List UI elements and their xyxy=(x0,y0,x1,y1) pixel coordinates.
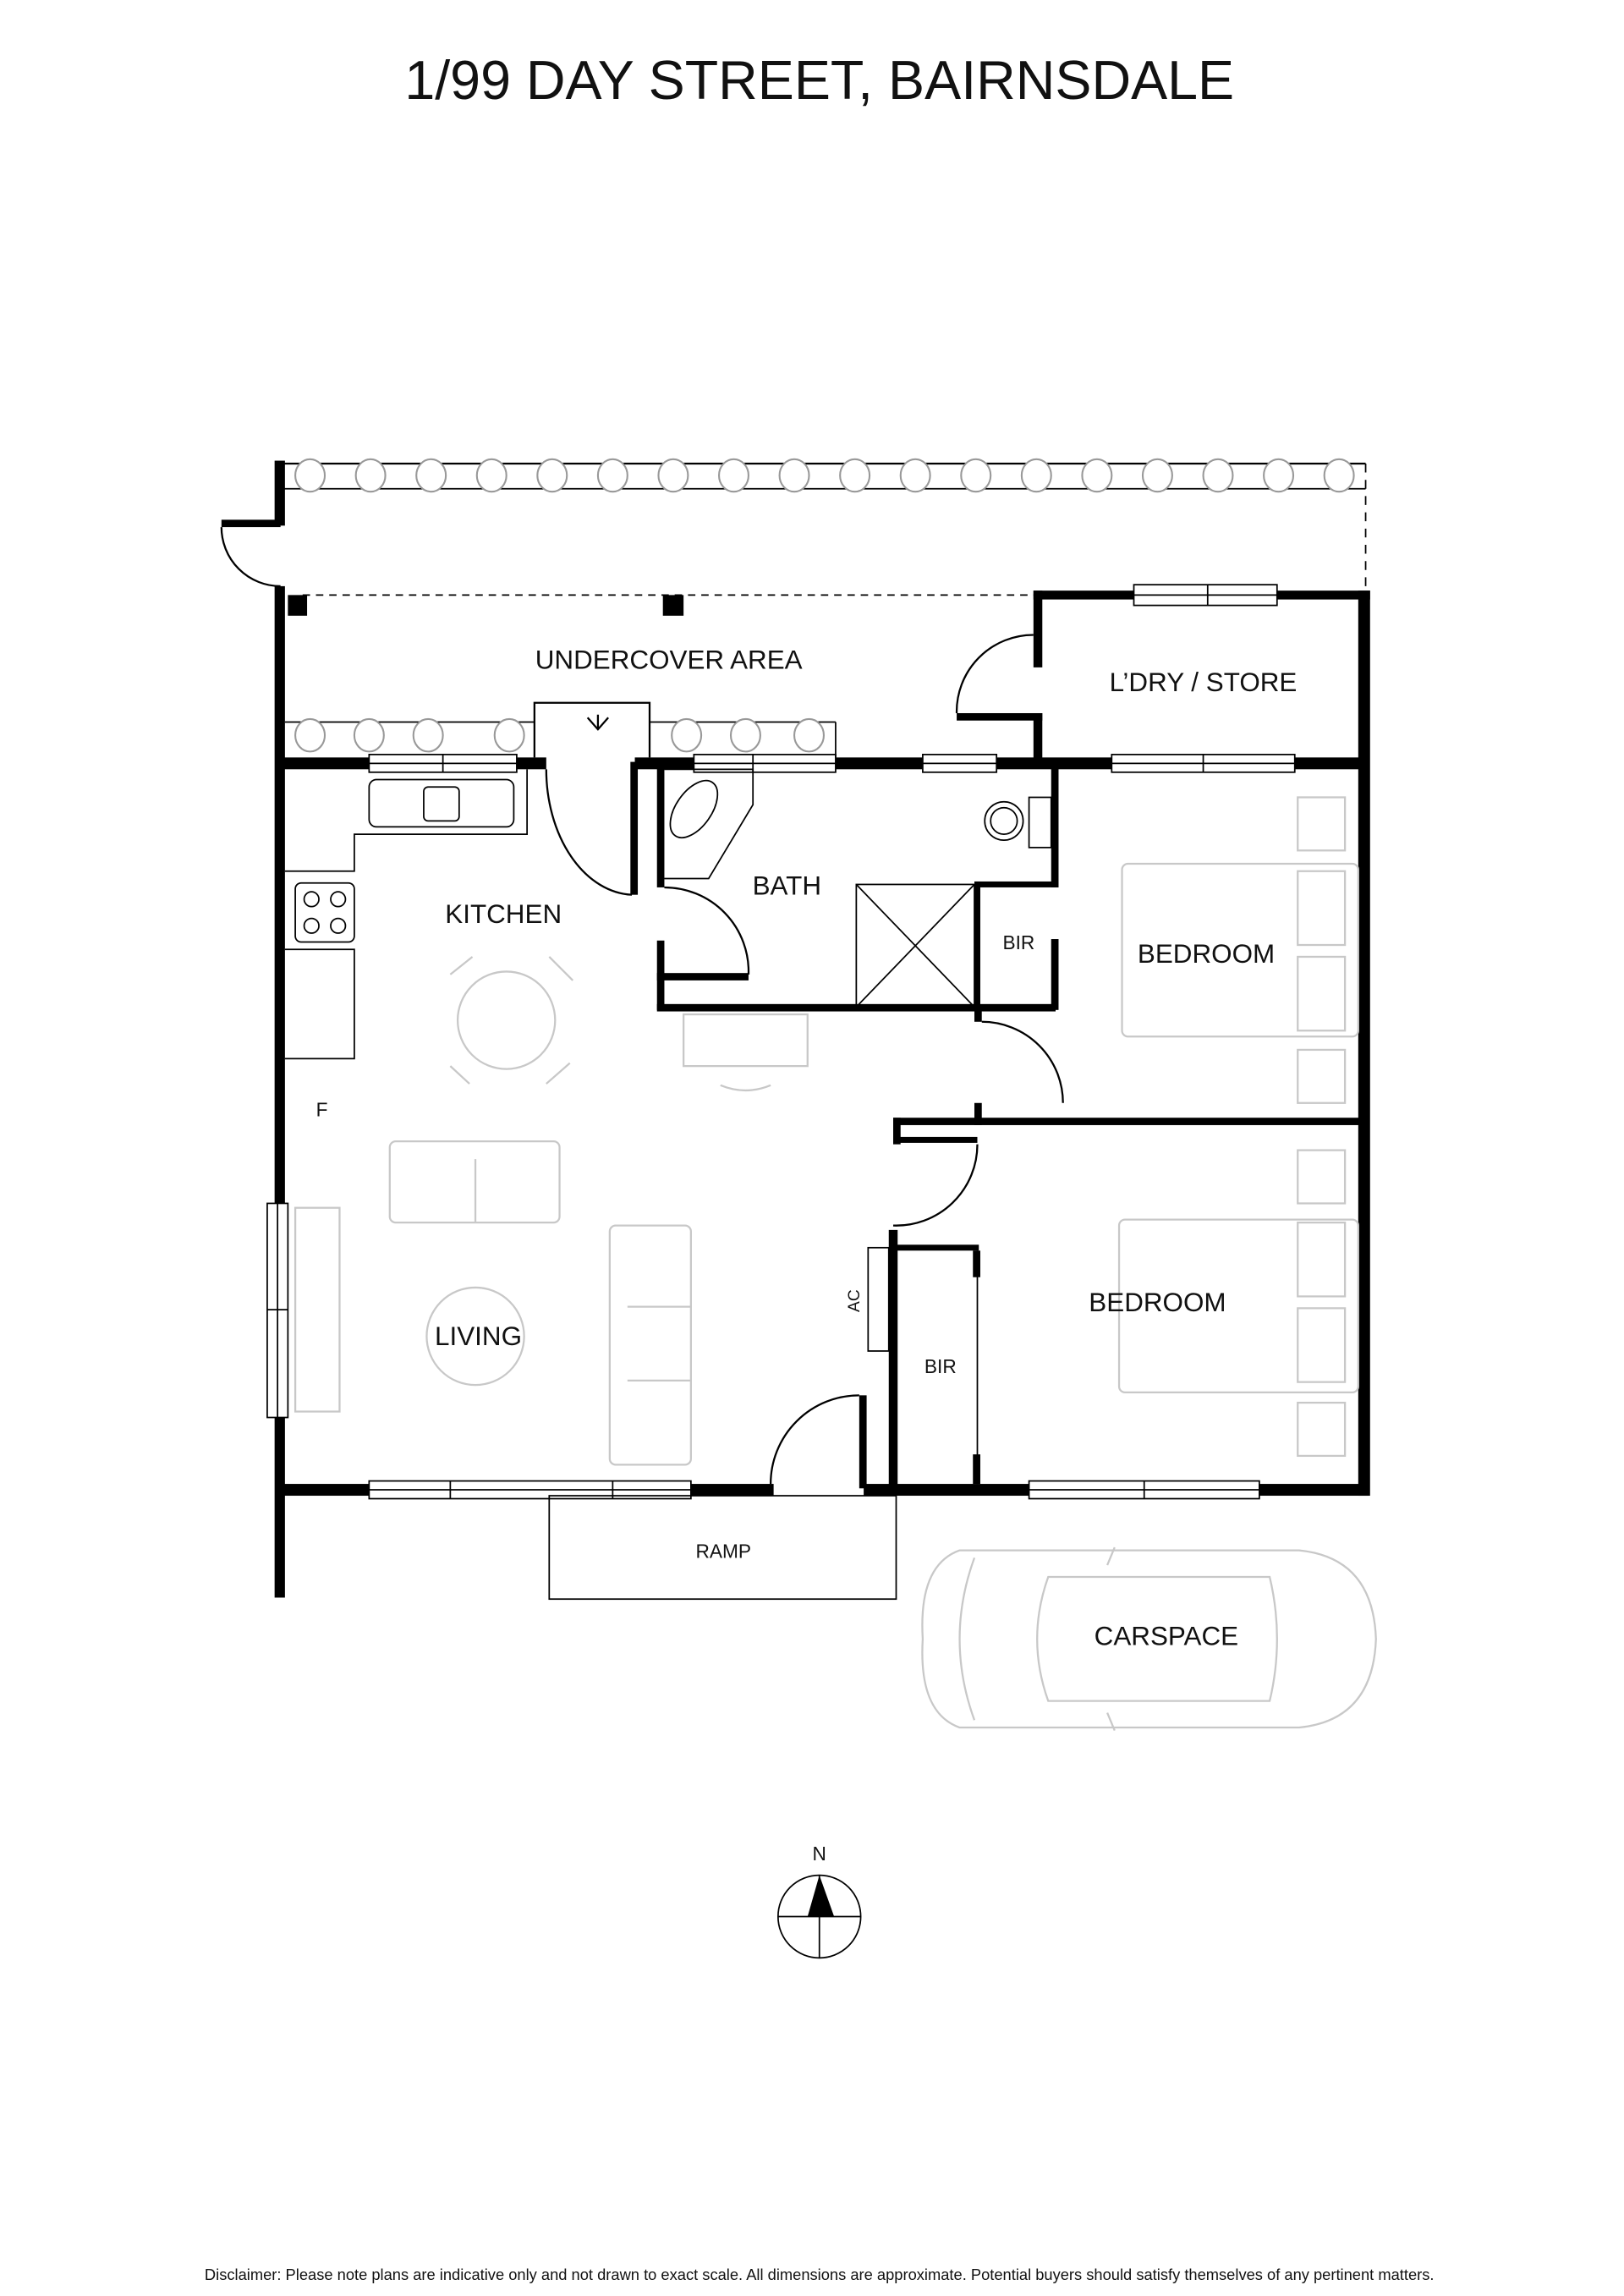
bedroom-walls xyxy=(548,1009,1366,1601)
top-hedge xyxy=(280,458,1366,493)
outer-walls xyxy=(220,460,1370,1598)
shrub-icon xyxy=(475,458,508,493)
shrub-icon xyxy=(657,458,689,493)
room-label-living: LIVING xyxy=(435,1321,522,1351)
room-label-undercover: UNDERCOVER AREA xyxy=(535,645,803,675)
shrub-icon xyxy=(294,717,326,753)
shrub-icon xyxy=(960,458,992,493)
room-label-bedroom: BEDROOM xyxy=(1138,939,1275,969)
furniture xyxy=(294,796,1359,1466)
room-label-laundry: L’DRY / STORE xyxy=(1110,667,1298,697)
shrub-icon xyxy=(1141,458,1173,493)
shrub-icon xyxy=(353,717,385,753)
shrub-icon xyxy=(729,717,761,753)
entry-door xyxy=(533,701,651,896)
room-label-bir: BIR xyxy=(924,1355,957,1377)
shrub-icon xyxy=(1323,458,1355,493)
room-label-bir: BIR xyxy=(1002,931,1034,953)
north-compass-icon: N xyxy=(776,1843,862,1959)
shrub-icon xyxy=(839,458,871,493)
shrub-icon xyxy=(671,717,703,753)
disclaimer: Disclaimer: Please note plans are indica… xyxy=(205,2266,1435,2283)
shrub-icon xyxy=(793,717,826,753)
ramp-label: RAMP xyxy=(695,1540,751,1562)
shrub-icon xyxy=(1020,458,1052,493)
shrub-icon xyxy=(354,458,387,493)
shrub-icon xyxy=(1081,458,1113,493)
shrub-icon xyxy=(1263,458,1295,493)
shrub-icon xyxy=(778,458,810,493)
shrub-icon xyxy=(536,458,568,493)
room-label-bath: BATH xyxy=(753,871,821,901)
room-label-kitchen: KITCHEN xyxy=(445,899,562,929)
shrub-icon xyxy=(596,458,628,493)
shrub-icon xyxy=(415,458,447,493)
shrub-icon xyxy=(1202,458,1234,493)
ac-label: AC xyxy=(846,1289,864,1312)
inner-hedge xyxy=(284,717,837,758)
plan-title: 1/99 DAY STREET, BAIRNSDALE xyxy=(404,50,1234,111)
carspace-label: CARSPACE xyxy=(1095,1621,1238,1651)
shrub-icon xyxy=(493,717,525,753)
shrub-icon xyxy=(717,458,749,493)
north-label: N xyxy=(813,1843,826,1865)
post xyxy=(288,595,308,616)
shrub-icon xyxy=(899,458,931,493)
fridge-label: F xyxy=(316,1098,328,1120)
car-outline xyxy=(921,1546,1377,1731)
shrub-icon xyxy=(294,458,326,493)
kitchen-fittings xyxy=(284,769,528,1060)
shrub-icon xyxy=(412,717,444,753)
windows xyxy=(266,584,1296,1500)
post xyxy=(662,595,684,616)
bath-walls xyxy=(656,761,1059,1015)
room-label-bedroom: BEDROOM xyxy=(1089,1288,1226,1317)
